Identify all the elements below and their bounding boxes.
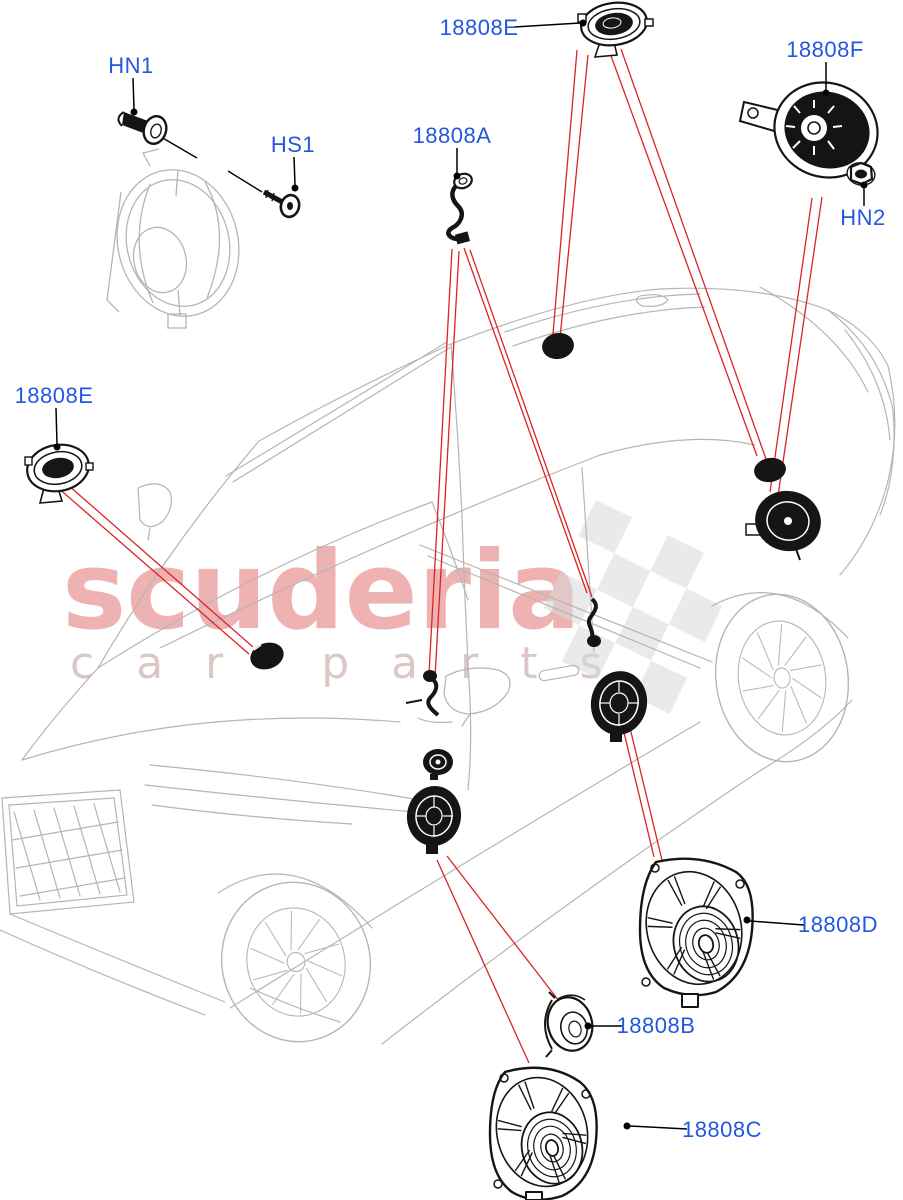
rear-door-wiring-location [586,597,601,647]
part-label-hs1[interactable]: HS1 [270,132,316,157]
callout-line [777,196,823,497]
wiring-18808a-illustration [446,172,473,245]
callout-line [552,49,578,335]
part-label-b[interactable]: 18808B [616,1013,696,1038]
front-door-wiring-location [405,670,440,717]
subwoofer-18808c-illustration [488,1066,598,1200]
speaker-18808e-left-illustration [24,443,94,504]
callout-line [56,486,250,655]
checkered-flag-icon [543,499,723,714]
fastener-axis-lines [160,136,263,193]
flag-square [668,588,723,643]
callout-line [469,249,593,598]
speaker-18808e-top-illustration [577,1,654,58]
callout-line [621,723,655,858]
flag-square [543,571,597,626]
watermark-subtext: car parts [70,638,644,689]
leader-line-hs1 [293,156,296,186]
leader-dot-c [623,1122,631,1130]
part-label-d[interactable]: 18808D [797,912,879,937]
callout-lines [56,48,823,1064]
roof-rear-speaker-location [754,457,786,483]
callout-line [436,859,530,1064]
callout-line [559,54,589,339]
part-label-f[interactable]: 18808F [786,37,864,62]
rear-door-speaker-location [590,671,648,742]
leader-line-e-top [513,22,581,28]
callout-line [609,52,758,457]
leader-dot-b [584,1022,592,1030]
part-label-c[interactable]: 18808C [681,1117,763,1142]
flag-square [596,553,651,607]
fastener-axis-line [227,170,263,193]
part-label-e-left[interactable]: 18808E [14,383,94,408]
screw-hs1-illustration [262,189,301,219]
callout-line [59,477,254,648]
watermark: scuderia car parts [62,499,723,714]
callout-line [446,855,560,1002]
roof-front-speaker-location [542,332,574,360]
part-label-a[interactable]: 18808A [412,123,492,148]
leader-dot-d [743,916,751,924]
leader-dot-e-left [53,443,61,451]
quarter-panel-speaker-location [745,490,821,561]
leader-lines [53,19,868,1130]
callout-line [463,247,588,594]
dash-speaker-location [250,642,284,670]
fastener-axis-line [160,136,198,159]
leader-dot-f [822,89,830,97]
nut-hn2-illustration [846,161,876,186]
leader-line-d [749,920,805,926]
clip-hn1-illustration [117,111,168,145]
leader-dot-e-top [579,19,587,27]
flag-square [578,499,632,554]
vehicle-outline [0,286,896,1045]
leader-dot-a [453,172,461,180]
leader-dot-hn2 [860,181,868,189]
callout-line [769,197,813,493]
callout-line [620,48,767,460]
speaker-frame-illustration [106,148,240,329]
callout-line [434,250,460,678]
leader-dot-hs1 [291,184,299,192]
part-label-hn1[interactable]: HN1 [108,53,154,78]
callout-line [629,727,663,861]
leader-dot-hn1 [130,108,138,116]
subwoofer-18808d-illustration [638,857,754,1008]
part-label-e-top[interactable]: 18808E [439,15,519,40]
flag-square [650,535,704,589]
speaker-18808f-illustration [738,81,879,179]
callout-line [428,248,453,675]
leader-line-e-left [55,407,58,445]
watermark-brand-text: scuderia [62,529,581,654]
part-label-hn2[interactable]: HN2 [840,205,886,230]
front-door-speaker-location [406,786,462,854]
front-door-mid-speaker-location [423,749,453,780]
leader-line-hn1 [132,77,135,110]
leader-line-c [629,1125,688,1130]
tweeter-18808b-illustration [544,991,594,1058]
